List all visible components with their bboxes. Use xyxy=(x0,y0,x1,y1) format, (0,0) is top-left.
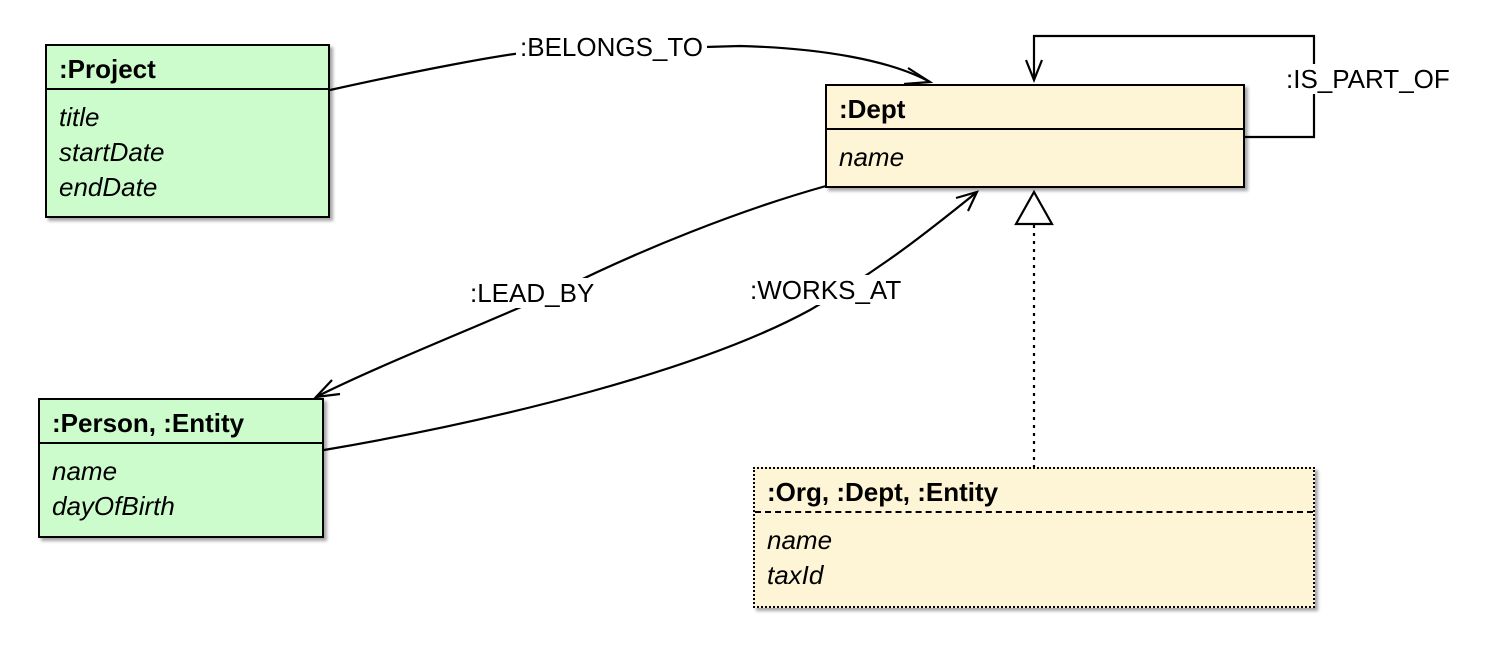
org-attr-name: name xyxy=(767,525,833,555)
person-attr-name: name xyxy=(52,456,118,486)
is-part-of-label: :IS_PART_OF xyxy=(1282,64,1454,94)
project-node-attributes: title startDate endDate xyxy=(47,90,328,205)
org-attr-tax-id: taxId xyxy=(767,560,824,590)
person-node-attributes: name dayOfBirth xyxy=(40,444,322,524)
lead-by-label: :LEAD_BY xyxy=(466,278,599,308)
belongs-to-label: :BELONGS_TO xyxy=(516,32,708,62)
works-at-label: :WORKS_AT xyxy=(746,275,906,305)
project-node-title: :Project xyxy=(47,46,328,90)
person-node[interactable]: :Person, :Entity name dayOfBirth xyxy=(38,398,324,538)
works-at-arrowhead xyxy=(955,190,980,212)
belongs-to-arrowhead xyxy=(903,67,934,86)
dept-attr-name: name xyxy=(839,142,905,172)
person-node-title: :Person, :Entity xyxy=(40,400,322,444)
generalization-triangle xyxy=(1014,189,1054,226)
project-attr-start-date: startDate xyxy=(59,137,165,167)
is-part-of-edge xyxy=(1032,34,1316,139)
dept-node-title: :Dept xyxy=(827,86,1243,130)
org-node[interactable]: :Org, :Dept, :Entity name taxId xyxy=(753,467,1315,608)
project-attr-title: title xyxy=(59,102,100,132)
lead-by-arrowhead xyxy=(313,379,341,399)
project-node[interactable]: :Project title startDate endDate xyxy=(45,44,330,218)
org-node-attributes: name taxId xyxy=(755,513,1313,593)
person-attr-day-of-birth: dayOfBirth xyxy=(52,491,175,521)
dept-node-attributes: name xyxy=(827,130,1243,175)
works-at-edge xyxy=(323,191,978,452)
project-attr-end-date: endDate xyxy=(59,172,158,202)
org-node-title: :Org, :Dept, :Entity xyxy=(755,469,1313,513)
dept-node[interactable]: :Dept name xyxy=(825,84,1245,188)
is-part-of-arrowhead xyxy=(1024,59,1044,83)
